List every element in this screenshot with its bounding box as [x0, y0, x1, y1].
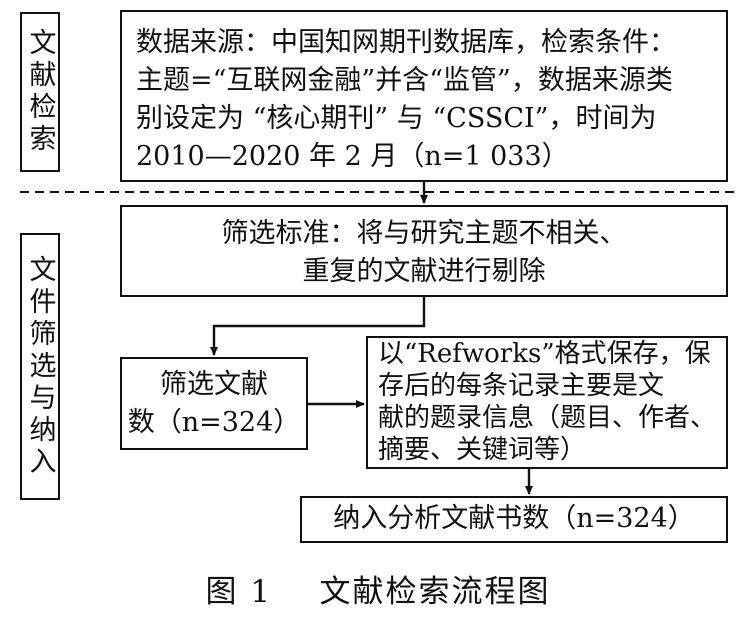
side-label-search-text: 文献检索: [24, 28, 56, 156]
side-label-search: 文献检索: [20, 12, 60, 172]
box-line: 别设定为 “核心期刊” 与 “CSSCI”，时间为: [136, 103, 657, 134]
box-line: 重复的文献进行剔除: [302, 256, 546, 287]
box-included: 纳入分析文献书数（n=324）: [300, 496, 728, 543]
figure-caption: 图 1 文献检索流程图: [205, 574, 551, 610]
box-line: 主题=“互联网金融”并含“监管”，数据来源类: [136, 65, 673, 96]
box-line: 筛选文献: [160, 369, 268, 400]
box-line: 以“Refworks”格式保存，保: [378, 339, 711, 369]
box-filter-criteria: 筛选标准：将与研究主题不相关、 重复的文献进行剔除: [120, 205, 728, 297]
arrow-criteria-to-count: [210, 296, 426, 356]
box-line: 2010—2020 年 2 月（n=1 033）: [136, 141, 569, 172]
side-label-filter-text: 文件筛选与纳入: [24, 254, 56, 479]
box-line: 摘要、关键词等）: [378, 435, 587, 465]
box-line: 献的题录信息（题目、作者、: [378, 403, 717, 433]
box-line: 筛选标准：将与研究主题不相关、: [221, 218, 627, 249]
box-filtered-count: 筛选文献 数（n=324）: [120, 357, 308, 450]
side-label-filter: 文件筛选与纳入: [20, 233, 60, 500]
box-line: 纳入分析文献书数（n=324）: [333, 503, 695, 534]
box-save-format: 以“Refworks”格式保存，保 存后的每条记录主要是文 献的题录信息（题目、…: [366, 336, 728, 469]
box-data-source: 数据来源：中国知网期刊数据库，检索条件： 主题=“互联网金融”并含“监管”，数据…: [120, 10, 728, 182]
box-line: 数（n=324）: [127, 407, 301, 438]
box-line: 存后的每条记录主要是文: [378, 371, 665, 401]
box-line: 数据来源：中国知网期刊数据库，检索条件：: [136, 27, 676, 58]
